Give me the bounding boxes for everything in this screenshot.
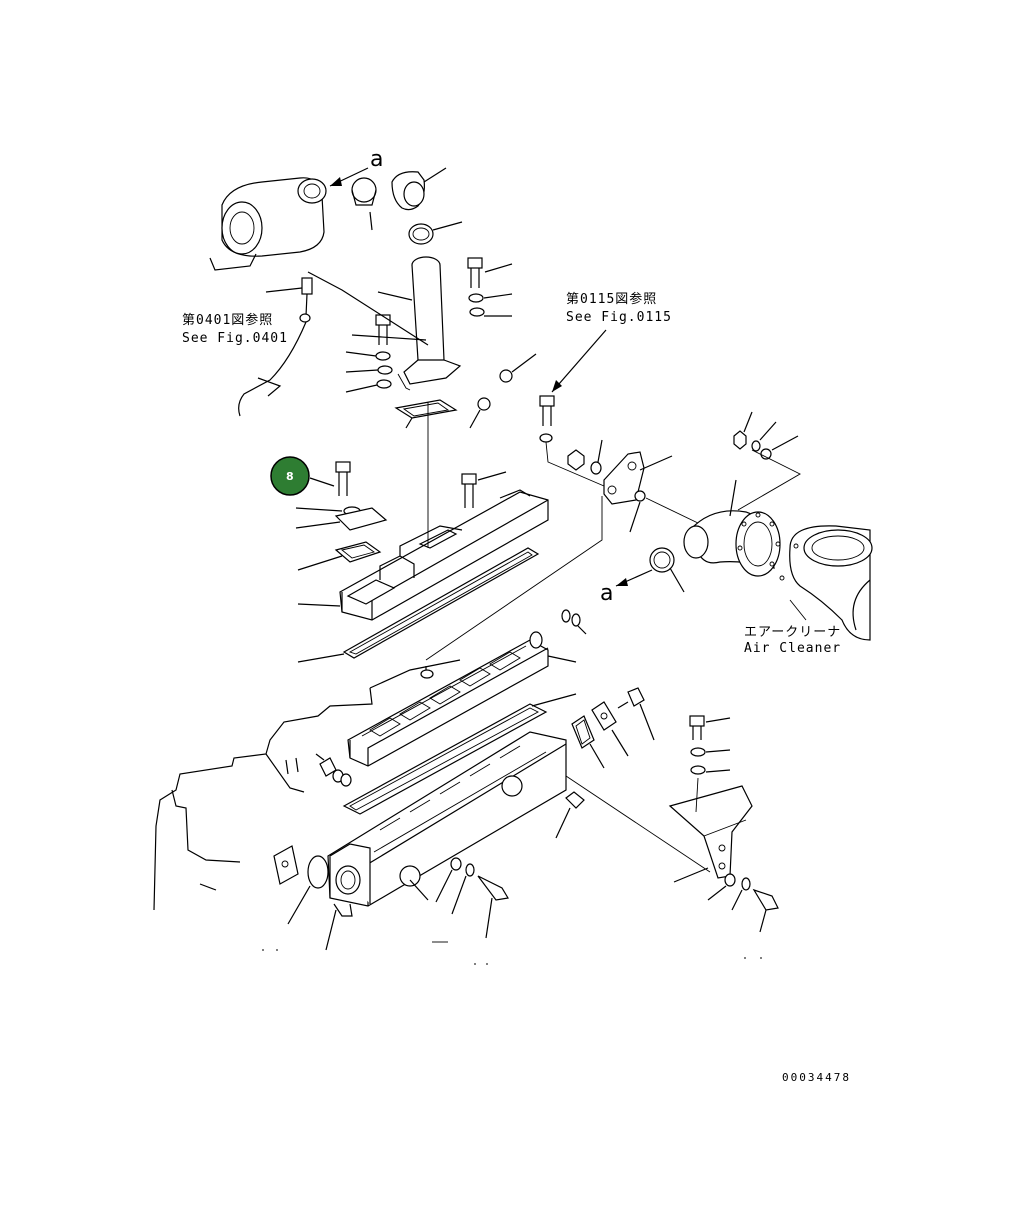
leader-pipe-bracket bbox=[397, 373, 411, 391]
washer-pipe-left-2 bbox=[345, 365, 393, 375]
plug-bolt bbox=[617, 687, 655, 741]
nut-elbow bbox=[733, 411, 753, 450]
hose-fitting-left bbox=[315, 753, 352, 787]
support-bracket bbox=[565, 775, 753, 883]
bolt-support bbox=[689, 715, 731, 740]
washer-top-right bbox=[468, 293, 513, 303]
washer-support-lower-1 bbox=[707, 873, 736, 901]
clamp-ring bbox=[408, 221, 463, 245]
ref-0401-en: See Fig.0401 bbox=[182, 331, 288, 346]
ref-0401-jp: 第0401図参照 bbox=[182, 312, 273, 328]
drain-plug bbox=[555, 791, 585, 839]
washer-housing-1 bbox=[435, 857, 462, 903]
connector-a-top: a bbox=[329, 147, 383, 187]
small-plate bbox=[571, 715, 605, 769]
hose-clamp-top bbox=[351, 177, 377, 231]
manifold-housing bbox=[325, 731, 567, 951]
ref-0115-en: See Fig.0115 bbox=[566, 310, 672, 325]
washer-pipe-left-1 bbox=[345, 351, 391, 361]
manifold-gasket-lower bbox=[342, 693, 577, 815]
washer-pipe-left-3 bbox=[345, 379, 392, 393]
turbocharger bbox=[209, 177, 327, 271]
temperature-sensor bbox=[238, 271, 429, 417]
cover-gasket bbox=[297, 541, 382, 571]
air-cleaner bbox=[779, 525, 873, 641]
connector-a-top-label: a bbox=[370, 147, 383, 172]
bolt-cover bbox=[335, 461, 351, 496]
bolt-housing bbox=[477, 875, 509, 939]
intake-manifold-upper bbox=[297, 402, 549, 621]
nut-bracket bbox=[567, 449, 585, 471]
ref-0115-arrow bbox=[551, 329, 607, 393]
intake-pipe bbox=[351, 256, 462, 385]
drawing-code: 00034478 bbox=[782, 1071, 851, 1084]
small-cover bbox=[591, 701, 629, 757]
leader-air-cleaner bbox=[789, 599, 807, 621]
pipe-gasket bbox=[394, 399, 458, 429]
washer-support-2 bbox=[690, 765, 731, 775]
connector-a-right: a bbox=[600, 547, 685, 606]
leader-bracket bbox=[425, 496, 603, 661]
bolt-top-right bbox=[467, 257, 513, 288]
bolt-0115 bbox=[539, 395, 555, 426]
air-cleaner-en: Air Cleaner bbox=[744, 641, 841, 656]
leader-fragments bbox=[262, 941, 762, 965]
bracket-washer bbox=[629, 490, 701, 533]
air-cleaner-jp: エアークリーナ bbox=[744, 625, 841, 640]
callout-number: 8 bbox=[286, 470, 294, 483]
connector-a-right-label: a bbox=[600, 581, 613, 606]
nut-right bbox=[499, 353, 537, 383]
ref-0115-jp: 第0115図参照 bbox=[566, 291, 657, 307]
bolt-center bbox=[461, 471, 507, 508]
nut-lower-right bbox=[469, 397, 491, 429]
washer-0115 bbox=[539, 433, 605, 487]
air-elbow bbox=[683, 479, 781, 577]
washer-elbow bbox=[737, 435, 801, 511]
washer-support-lower-2 bbox=[731, 877, 751, 911]
callout-badge[interactable]: 8 bbox=[270, 456, 335, 496]
washer-support-1 bbox=[690, 747, 731, 757]
engine-block bbox=[153, 659, 461, 911]
manifold-gasket-upper bbox=[297, 547, 540, 679]
bolt-support-lower bbox=[752, 888, 779, 933]
aftercooler-core bbox=[347, 631, 577, 767]
bracket bbox=[603, 451, 673, 505]
cover-plate bbox=[295, 507, 388, 531]
lock-washer-elbow bbox=[751, 421, 777, 452]
elbow-hose bbox=[391, 167, 447, 211]
lock-washer-bracket bbox=[590, 439, 603, 475]
washer-housing-2 bbox=[451, 863, 475, 915]
o-rings-upper bbox=[561, 609, 587, 635]
end-cover bbox=[273, 845, 329, 925]
lock-washer-top-right bbox=[469, 307, 512, 317]
